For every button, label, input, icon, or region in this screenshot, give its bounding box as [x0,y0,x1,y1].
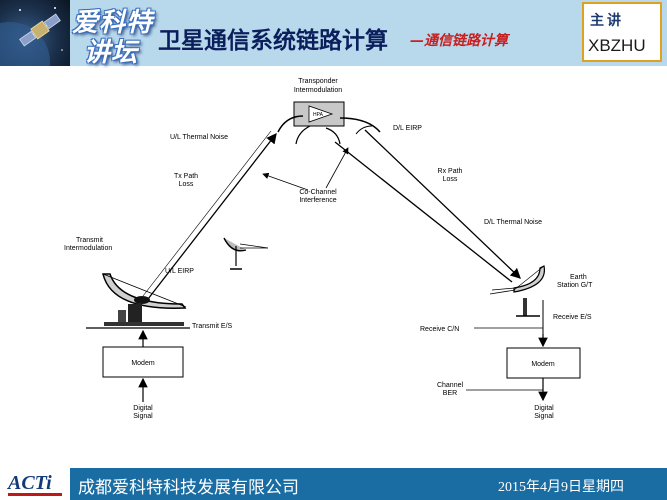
modem-right-box [506,347,581,379]
receive-dish-icon [489,265,546,317]
header-bar: 爱科特 讲坛 卫星通信系统链路计算 —通信链路计算 主讲 XBZHU [0,0,667,102]
presenter-name: XBZHU [588,36,646,55]
link-diagram: HPA Transponder Intermodulation U/L Ther… [0,66,667,468]
tx-path-loss-label: Tx Path [174,173,198,180]
channel-ber-label-2: BER [443,390,457,397]
hpa-amplifier-icon [308,105,334,123]
channel-ber-label: Channel [437,382,464,389]
transmit-es-label: Transmit E/S [192,323,233,330]
digital-signal-left-label-2: Signal [133,413,153,420]
satellite-dl-side-arc [325,127,341,145]
satellite-logo-icon [0,0,70,102]
presenter-box: 主讲 XBZHU [582,2,662,62]
station-gt-label: Station G/T [557,282,593,289]
uplink-beam [147,132,277,300]
presenter-label: 主讲 [590,13,624,29]
satellite-rx-arc [355,125,373,135]
hpa-label: HPA [313,112,324,118]
rx-path-loss-label-2: Loss [443,176,458,183]
transponder-box [293,101,345,127]
satellite-uplink-antenna-icon [277,115,304,133]
digital-signal-left-label: Digital [133,405,153,412]
page-subtitle: —通信链路计算 [410,33,508,49]
rx-path-loss-label: Rx Path [438,168,463,175]
acti-logo: ACTi [0,468,70,500]
interference-label: Interference [299,197,336,204]
transponder-intermod-label: Intermodulation [294,87,342,94]
acti-logo-text: ACTi [8,472,52,494]
acti-logo-underline [8,493,62,496]
satellite-downlink-antenna-icon [339,117,381,133]
transmit-dish-icon [86,273,190,329]
footer-date: 2015年4月9日星期四 [498,480,624,495]
transmit-intermod-label-2: Intermodulation [64,245,112,252]
earth-label: Earth [570,274,587,281]
digital-signal-right-label: Digital [534,405,554,412]
logo-line-1: 爱科特 [72,8,154,38]
co-channel-label: Co-Channel [299,189,337,196]
footer-bar: ACTi 成都爱科特科技发展有限公司 2015年4月9日星期四 [0,468,667,500]
satellite-ul-side-arc [295,125,311,145]
transponder-label: Transponder [298,78,338,85]
co-channel-arrow-left [262,172,309,191]
downlink-beam-upper [364,129,521,279]
tx-path-loss-label-2: Loss [179,181,194,188]
receive-cn-label: Receive C/N [420,326,459,333]
modem-left-label: Modem [131,360,155,367]
downlink-beam-lower [334,141,513,283]
receive-es-label: Receive E/S [553,314,592,321]
transmit-intermod-label: Transmit [76,237,103,244]
ul-eirp-label: U/L EIRP [165,268,194,275]
dl-eirp-label: D/L EIRP [393,125,422,132]
company-name: 成都爱科特科技发展有限公司 [78,478,299,498]
logo-line-2: 讲坛 [84,38,139,68]
interfering-dish-icon [223,237,269,270]
uplink-beam-edge [142,130,272,297]
ul-thermal-noise-label: U/L Thermal Noise [170,134,228,141]
forum-logo: 爱科特 讲坛 [68,2,158,68]
page-title: 卫星通信系统链路计算 [158,28,388,54]
digital-signal-right-label-2: Signal [534,413,554,420]
dl-thermal-noise-label: D/L Thermal Noise [484,219,542,226]
modem-right-label: Modem [531,361,555,368]
co-channel-arrow-right [325,147,349,189]
modem-left-box [102,346,184,378]
